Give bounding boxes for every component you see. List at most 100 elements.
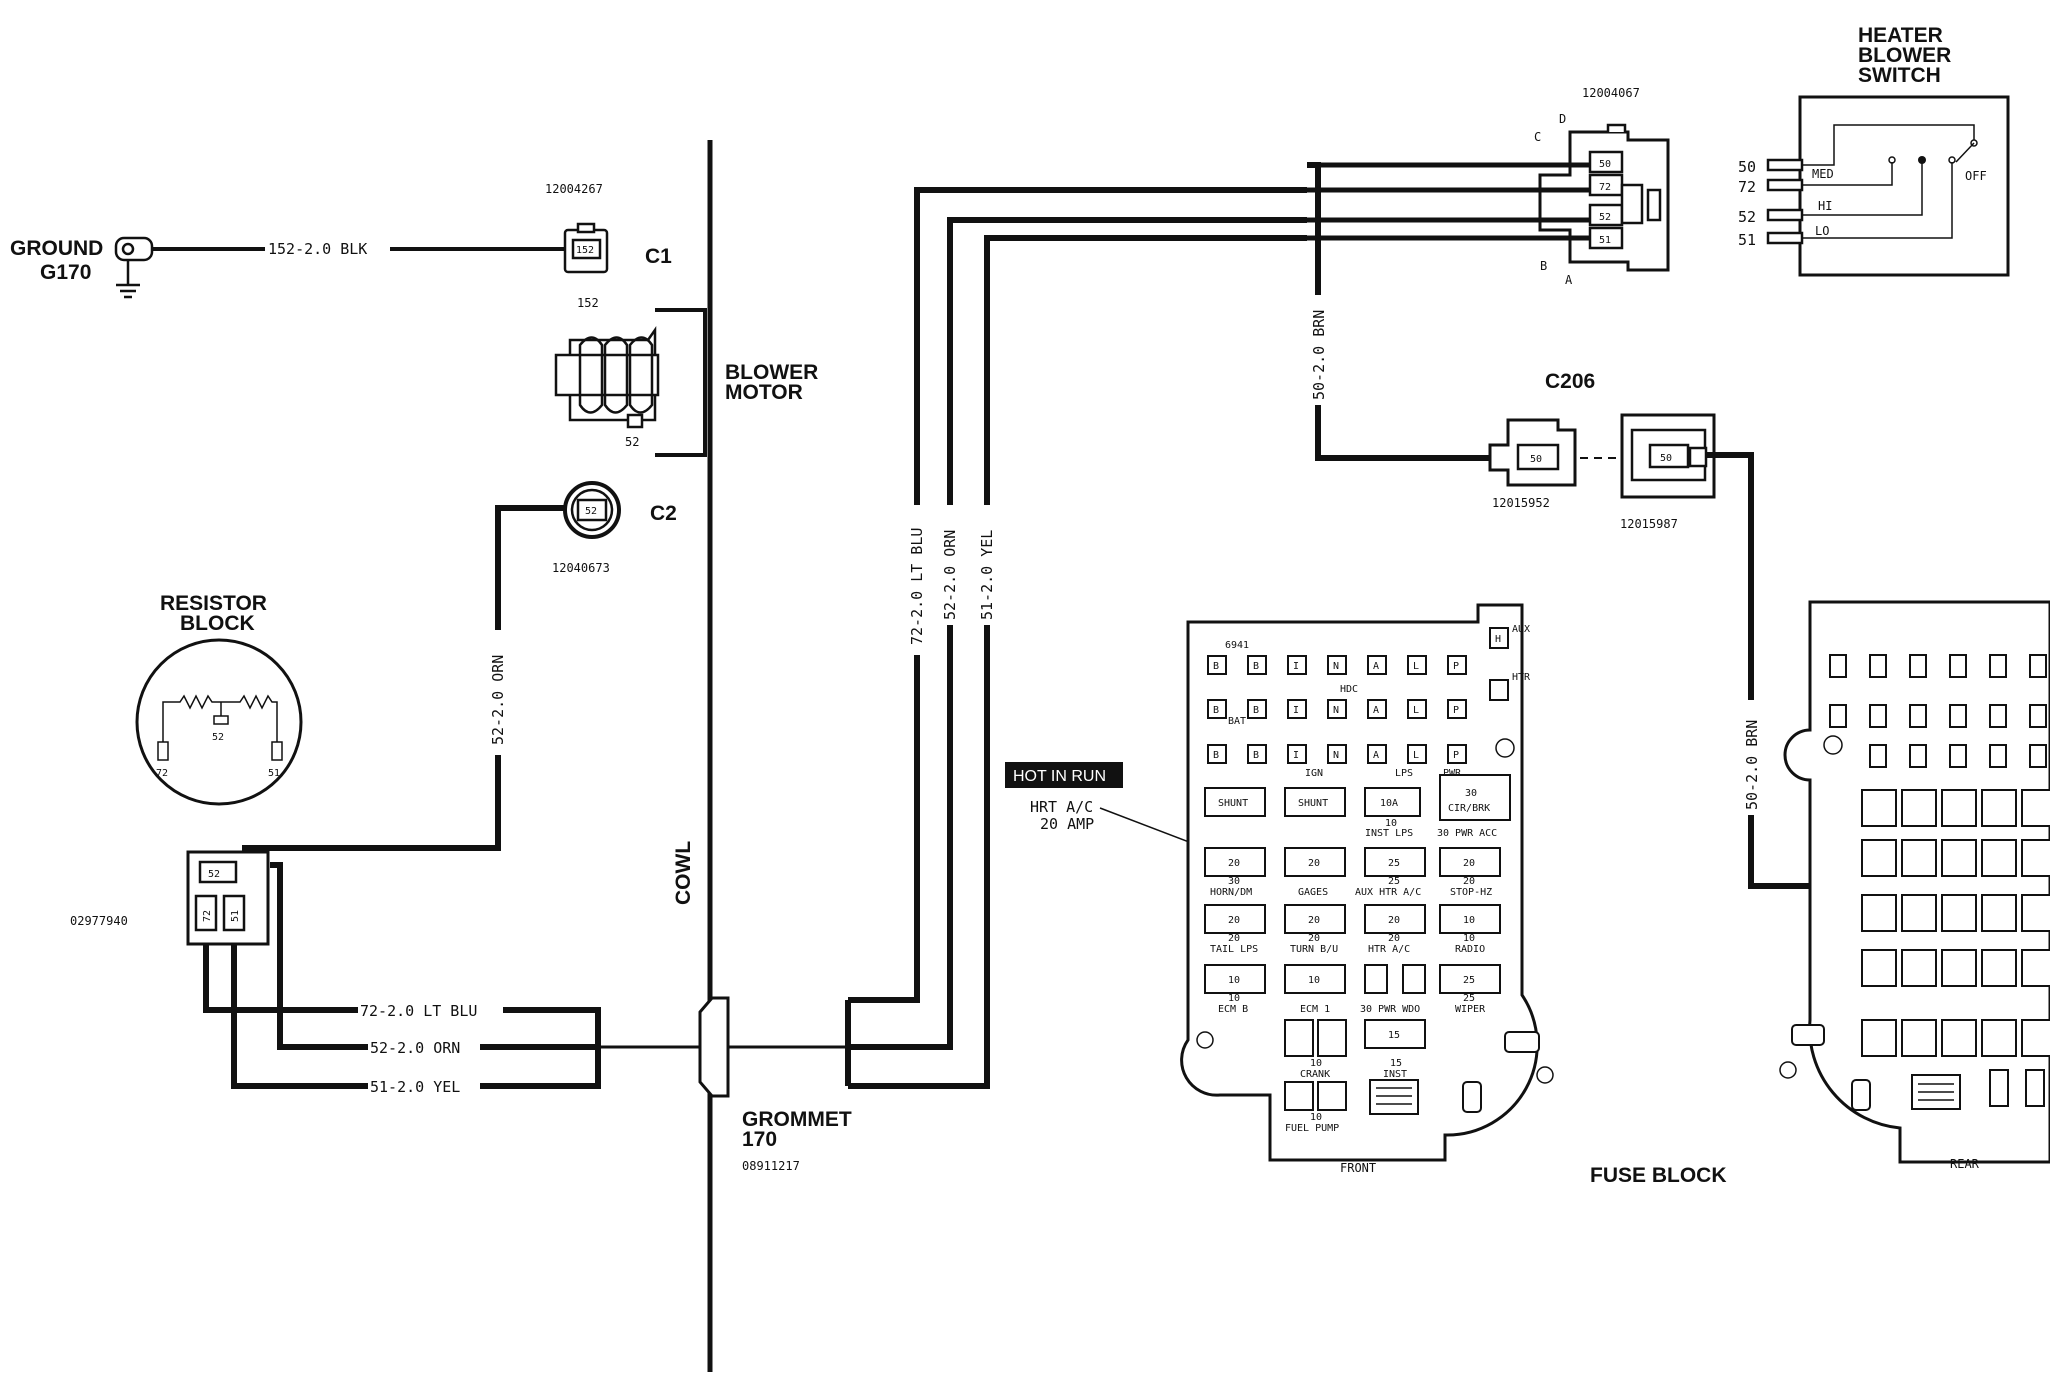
wire-51-yel-upper xyxy=(848,235,1307,1089)
fuse-block-label: FUSE BLOCK xyxy=(1590,1164,1727,1187)
rear-relay-socket xyxy=(1941,949,1977,987)
svg-text:25: 25 xyxy=(1388,858,1400,869)
rear-fuse-socket xyxy=(1909,744,1927,768)
svg-text:72: 72 xyxy=(1599,182,1611,193)
fuse-socket xyxy=(1367,655,1387,675)
svg-text:ECM 1: ECM 1 xyxy=(1300,1004,1330,1015)
svg-text:HTR: HTR xyxy=(1512,672,1531,683)
rear-relay-socket xyxy=(1901,949,1937,987)
fuse-socket xyxy=(1367,699,1387,719)
svg-text:LO: LO xyxy=(1815,224,1829,238)
svg-text:20: 20 xyxy=(1228,858,1240,869)
rear-fuse-socket xyxy=(1829,704,1847,728)
fuse-socket-letter: B xyxy=(1213,705,1219,716)
svg-text:10: 10 xyxy=(1385,818,1397,829)
rear-relay-socket xyxy=(1901,894,1937,932)
svg-text:C206: C206 xyxy=(1545,370,1595,393)
svg-text:72: 72 xyxy=(1738,178,1756,196)
svg-text:20: 20 xyxy=(1388,915,1400,926)
fuse-socket-letter: I xyxy=(1293,750,1299,761)
svg-text:20: 20 xyxy=(1308,858,1320,869)
svg-text:REAR: REAR xyxy=(1950,1157,1980,1171)
fuse-socket-letter: A xyxy=(1373,661,1379,672)
wire-label-50-brn-upper: 50-2.0 BRN xyxy=(1310,310,1328,400)
wire-label-51-yel-upper: 51-2.0 YEL xyxy=(978,530,996,620)
rear-relay-socket xyxy=(2021,839,2050,877)
svg-text:25: 25 xyxy=(1463,993,1475,1004)
svg-text:10: 10 xyxy=(1310,1058,1322,1069)
svg-text:TAIL LPS: TAIL LPS xyxy=(1210,944,1258,955)
svg-text:30: 30 xyxy=(1465,788,1477,799)
svg-text:152: 152 xyxy=(577,296,599,310)
svg-text:ECM B: ECM B xyxy=(1218,1004,1248,1015)
svg-text:50: 50 xyxy=(1599,159,1611,170)
svg-text:HEATER: HEATER xyxy=(1858,24,1943,47)
svg-text:BLOWER: BLOWER xyxy=(725,361,818,384)
svg-text:SHUNT: SHUNT xyxy=(1218,798,1248,809)
resistor-block: RESISTOR BLOCK 72 52 51 xyxy=(135,592,303,806)
svg-text:52: 52 xyxy=(1599,212,1611,223)
svg-text:25: 25 xyxy=(1463,975,1475,986)
fuse-socket-letter: P xyxy=(1453,661,1459,672)
svg-text:20: 20 xyxy=(1388,933,1400,944)
svg-text:12040673: 12040673 xyxy=(552,561,610,575)
wire-label-50-brn-right: 50-2.0 BRN xyxy=(1743,720,1761,810)
rear-fuse-socket xyxy=(2029,744,2047,768)
fuse-socket-letter: B xyxy=(1253,661,1259,672)
svg-text:RESISTOR: RESISTOR xyxy=(160,592,267,615)
resistor-connector: 52 72 51 02977940 xyxy=(70,850,270,946)
svg-text:H: H xyxy=(1495,634,1501,645)
svg-text:HORN/DM: HORN/DM xyxy=(1210,887,1252,898)
svg-text:20: 20 xyxy=(1308,915,1320,926)
svg-text:D: D xyxy=(1559,112,1566,126)
rear-relay-socket xyxy=(1861,1019,1897,1057)
fuse-socket-letter: N xyxy=(1333,705,1339,716)
fuse-socket xyxy=(1447,699,1467,719)
connector-c1: 12004267 152 C1 xyxy=(545,182,672,274)
heater-blower-switch: HEATER BLOWER SWITCH 50 72 52 51 MED HI … xyxy=(1738,24,2010,277)
svg-text:C2: C2 xyxy=(650,502,677,525)
svg-text:BLOCK: BLOCK xyxy=(180,612,255,635)
svg-text:SHUNT: SHUNT xyxy=(1298,798,1328,809)
svg-text:HDC: HDC xyxy=(1340,684,1358,695)
fuse-socket xyxy=(1207,655,1227,675)
svg-text:WIPER: WIPER xyxy=(1455,1004,1486,1015)
grommet-170: GROMMET 170 08911217 xyxy=(698,996,852,1173)
rear-relay-socket xyxy=(2021,949,2050,987)
svg-text:51: 51 xyxy=(1599,235,1611,246)
svg-text:15: 15 xyxy=(1390,1058,1402,1069)
fuse-socket xyxy=(1287,699,1307,719)
fuse-socket-letter: B xyxy=(1253,705,1259,716)
svg-text:MED: MED xyxy=(1812,167,1834,181)
blower-motor: 152 52 BLOWER MOTOR xyxy=(554,296,818,457)
fuse-socket-letter: P xyxy=(1453,705,1459,716)
rear-relay-socket xyxy=(1981,839,2017,877)
svg-text:10: 10 xyxy=(1310,1112,1322,1123)
fuse-socket-letter: P xyxy=(1453,750,1459,761)
fuse-socket-letter: B xyxy=(1213,750,1219,761)
wire-label-52-orn-vertical: 52-2.0 ORN xyxy=(489,655,507,745)
rear-fuse-socket xyxy=(2029,654,2047,678)
svg-text:51: 51 xyxy=(1738,231,1756,249)
svg-text:PWR: PWR xyxy=(1443,768,1462,779)
svg-text:SWITCH: SWITCH xyxy=(1858,64,1941,87)
fuse-socket-letter: I xyxy=(1293,705,1299,716)
svg-text:30 PWR ACC: 30 PWR ACC xyxy=(1437,828,1497,839)
wire-label-52-orn-upper: 52-2.0 ORN xyxy=(941,530,959,620)
wire-label-72-ltblu-upper: 72-2.0 LT BLU xyxy=(908,528,926,645)
fuse-socket xyxy=(1247,744,1267,764)
fuse-socket xyxy=(1447,655,1467,675)
fuse-socket-letter: I xyxy=(1293,661,1299,672)
rear-fuse-socket xyxy=(1989,744,2007,768)
svg-text:HRT A/C: HRT A/C xyxy=(1030,798,1093,816)
svg-text:25: 25 xyxy=(1388,876,1400,887)
svg-text:51: 51 xyxy=(268,768,280,779)
svg-text:12004267: 12004267 xyxy=(545,182,603,196)
rear-relay-socket xyxy=(2021,789,2050,827)
rear-fuse-socket xyxy=(1909,704,1927,728)
rear-relay-socket xyxy=(1941,1019,1977,1057)
fuse-socket-letter: B xyxy=(1253,750,1259,761)
rear-fuse-socket xyxy=(1989,704,2007,728)
fuse-socket xyxy=(1327,655,1347,675)
svg-text:50: 50 xyxy=(1660,453,1672,464)
